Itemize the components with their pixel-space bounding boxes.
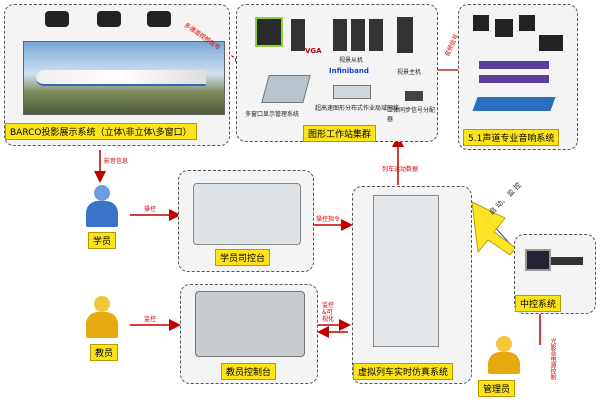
student-console-group: 学员司控台 [178, 170, 314, 272]
server-icon [351, 19, 365, 51]
audio-system-group: 5.1声道专业音响系统 [458, 4, 578, 150]
teacher-icon [82, 296, 122, 340]
workstation-cluster-group: VGA 视景从机 视景主机 Infiniband 多窗口显示管理系统 超高速图形… [236, 4, 438, 142]
optical-control-text: 光影音电源控制 [549, 338, 556, 380]
workstation-cluster-label: 图形工作站集群 [303, 125, 377, 142]
amplifier-icon [479, 75, 549, 83]
camera-icon [97, 11, 121, 27]
sync-distributor-icon [405, 91, 423, 101]
server-icon [291, 19, 305, 51]
switch-icon [261, 75, 311, 103]
amplifier-icon [479, 61, 549, 69]
router-icon [333, 85, 371, 99]
mixer-icon [472, 97, 556, 111]
student-label: 学员 [88, 232, 117, 249]
view-server-label: 视景从机 [339, 57, 364, 64]
teacher-desk-icon [195, 291, 305, 357]
simulation-system-group: 虚拟列车实时仿真系统 [352, 186, 472, 384]
central-control-group: 中控系统 [514, 234, 596, 314]
speaker-icon [539, 35, 563, 51]
control-desk-icon [193, 183, 301, 245]
speaker-icon [519, 15, 535, 31]
camera-icon [147, 11, 171, 27]
projection-screen [23, 41, 225, 115]
server-icon [333, 19, 347, 51]
teacher-console-group: 教员控制台 [180, 284, 318, 384]
monitor-visual-text: 监控&可视化 [322, 302, 335, 323]
monitor-icon [255, 17, 283, 47]
student-console-label: 学员司控台 [215, 249, 271, 266]
train-data-text: 列车运动数据 [382, 166, 419, 173]
sync-label: 立体同步信号分配器 [387, 107, 436, 123]
projection-system-group: BARCO投影展示系统（立体\非立体\多窗口） [4, 4, 230, 146]
student-icon [82, 185, 122, 229]
admin-icon [484, 336, 524, 376]
audio-system-label: 5.1声道专业音响系统 [463, 129, 560, 146]
infiniband-label: Infiniband [329, 67, 369, 75]
monitor-text: 监控 [144, 316, 157, 323]
touch-panel-icon [525, 249, 551, 271]
train-image [36, 70, 206, 86]
speaker-icon [495, 19, 513, 37]
vga-label: VGA [305, 47, 322, 55]
operate-cmd-text: 操控指令 [316, 216, 341, 223]
server-rack-icon [373, 195, 439, 347]
admin-label: 管理员 [478, 380, 516, 397]
server-icon [397, 17, 413, 53]
controller-icon [551, 257, 583, 265]
view-master-label: 视景主机 [397, 69, 422, 76]
network-label: 超高速图形分布式作业局域网络 [315, 105, 400, 112]
speaker-icon [473, 15, 489, 31]
server-icon [369, 19, 383, 51]
teacher-label: 教员 [90, 344, 119, 361]
multi-window-label: 多窗口显示管理系统 [245, 111, 300, 118]
teacher-console-label: 教员控制台 [221, 363, 277, 380]
image-info-text: 影音信息 [104, 158, 129, 165]
projection-system-label: BARCO投影展示系统（立体\非立体\多窗口） [5, 123, 197, 140]
simulation-system-label: 虚拟列车实时仿真系统 [353, 363, 454, 380]
central-control-label: 中控系统 [515, 295, 562, 312]
camera-icon [45, 11, 69, 27]
operate-text: 操控 [144, 206, 157, 213]
